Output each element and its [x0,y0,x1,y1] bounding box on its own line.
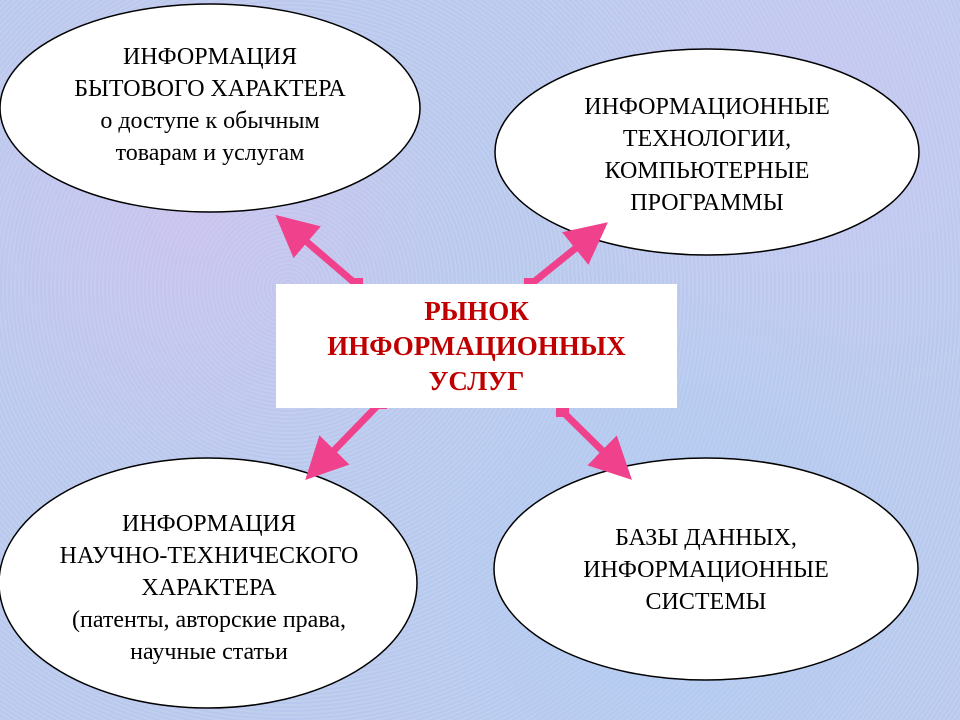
central-topic-box: РЫНОК ИНФОРМАЦИОННЫХ УСЛУГ [276,284,677,408]
ellipse-top-right [494,48,920,256]
node-line: научные статьи [130,639,288,665]
node-line: товарам и услугам [115,140,305,166]
node-line: ХАРАКТЕРА [141,575,277,601]
center-line: УСЛУГ [428,365,525,396]
node-it-software: ИНФОРМАЦИОННЫЕ ТЕХНОЛОГИИ, КОМПЬЮТЕРНЫЕ … [495,55,919,255]
node-line: СИСТЕМЫ [645,589,767,615]
arrow-bottom-right [559,408,632,480]
ellipse-bottom-right [493,457,919,681]
node-line: ИНФОРМАЦИЯ [122,511,296,537]
node-line: ПРОГРАММЫ [630,190,784,216]
node-line: о доступе к обычным [100,108,320,134]
node-databases: БАЗЫ ДАННЫХ, ИНФОРМАЦИОННЫЕ СИСТЕМЫ [494,470,918,670]
node-line: ТЕХНОЛОГИИ, [622,126,792,152]
node-line: ИНФОРМАЦИОННЫЕ [583,557,829,583]
node-scientific-info: ИНФОРМАЦИЯ НАУЧНО-ТЕХНИЧЕСКОГО ХАРАКТЕРА… [0,483,418,693]
arrow-top-right [527,222,608,288]
center-line: РЫНОК [424,295,529,326]
node-line: (патенты, авторские права, [71,607,346,633]
arrow-bottom-left [305,400,383,481]
node-line: ИНФОРМАЦИОННЫЕ [584,94,830,120]
center-line: ИНФОРМАЦИОННЫХ [327,330,626,361]
node-household-info: ИНФОРМАЦИЯ БЫТОВОГО ХАРАКТЕРА о доступе … [0,5,420,205]
arrow-top-left [275,214,360,288]
node-line: БАЗЫ ДАННЫХ, [615,525,797,551]
node-line: БЫТОВОГО ХАРАКТЕРА [74,76,346,102]
ellipse-top-left [0,3,421,213]
node-line: ИНФОРМАЦИЯ [123,44,297,70]
ellipse-bottom-left [0,457,418,709]
node-line: КОМПЬЮТЕРНЫЕ [604,158,810,184]
node-line: НАУЧНО-ТЕХНИЧЕСКОГО [59,543,359,569]
